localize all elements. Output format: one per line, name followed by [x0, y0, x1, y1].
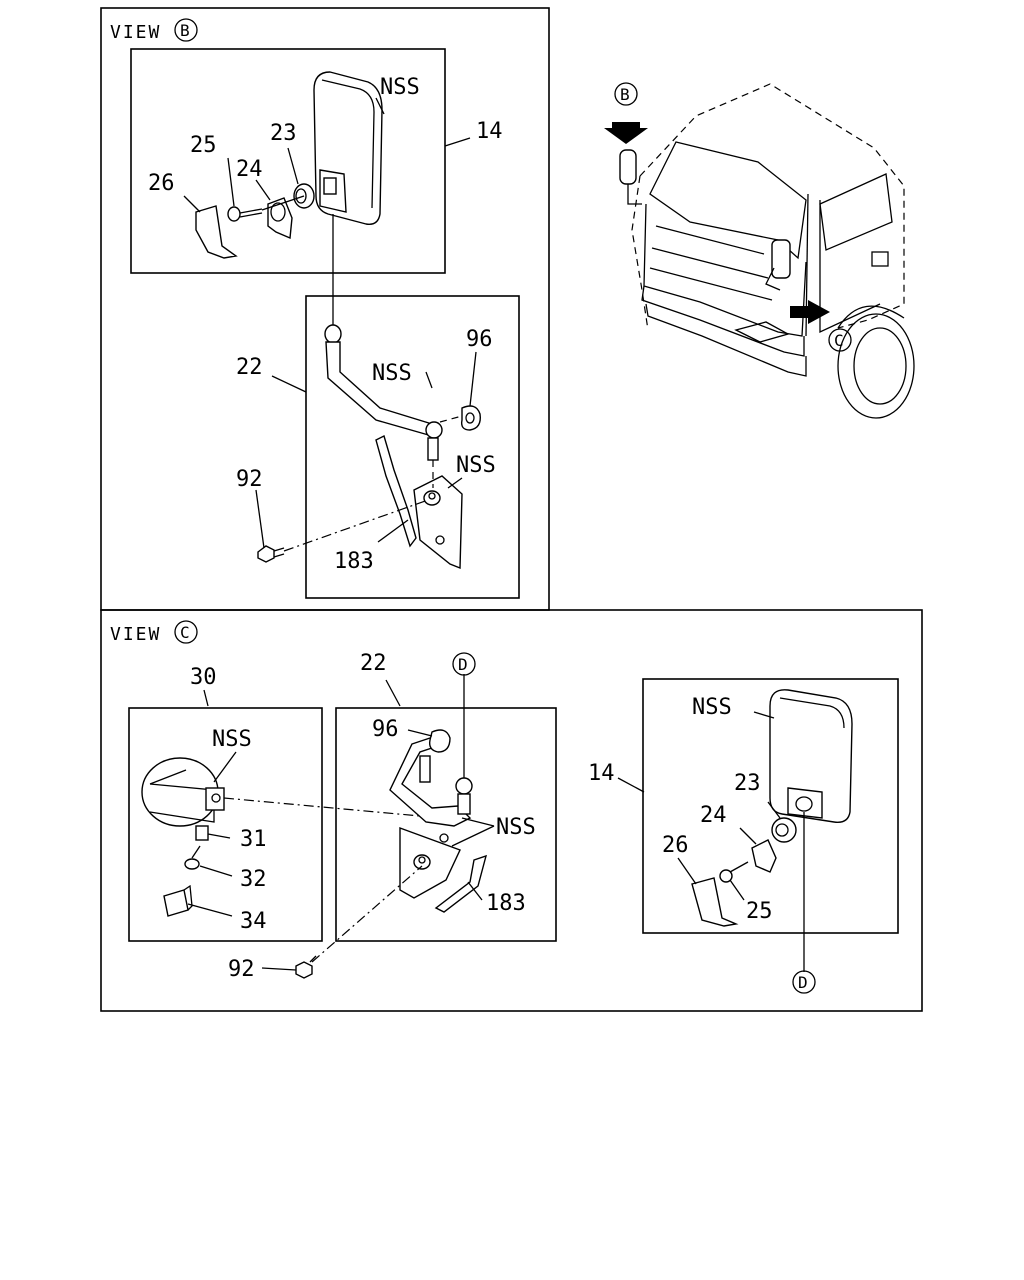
view-b-label-23: 23: [270, 121, 297, 146]
view-c-marker-circle: [174, 620, 198, 644]
view-b-label-nss-mirror: NSS: [380, 75, 420, 100]
view-c-label-32: 32: [240, 867, 267, 892]
view-b-label-183: 183: [334, 549, 374, 574]
view-c-title: VIEW C: [110, 620, 198, 645]
view-c-part-92-bolt: [295, 865, 423, 979]
view-b-leaders-bottom: [255, 351, 477, 549]
view-b-part-26-cover: [195, 205, 238, 259]
view-c-part-26-cover: [691, 877, 739, 927]
view-c-label-31: 31: [240, 827, 267, 852]
view-c-leader-nss-left: [213, 751, 237, 783]
view-c-label-96: 96: [372, 717, 399, 742]
view-c-label-14: 14: [588, 761, 615, 786]
view-c-marker-letter: C: [180, 623, 190, 642]
view-b-leaders-top: [183, 97, 471, 213]
view-c-part-183-strip: [434, 854, 488, 913]
view-c-frame: [100, 609, 923, 1012]
view-c-label-nss-left: NSS: [212, 727, 252, 752]
view-c-stay-box: [335, 707, 557, 942]
view-c-mirror-box: [642, 678, 899, 934]
view-b-base-bracket: [413, 460, 463, 570]
view-b-mirror-box: [130, 48, 446, 274]
view-c-label-30: 30: [190, 665, 217, 690]
view-c-stay-arm: [389, 652, 476, 827]
view-c-base-bracket: [399, 826, 461, 899]
view-c-label-nss-mid: NSS: [496, 815, 536, 840]
view-c-label-25: 25: [746, 899, 773, 924]
view-b-part-183-strip: [375, 434, 417, 548]
view-b-label-96: 96: [466, 327, 493, 352]
view-b-mirror-head: [313, 71, 383, 225]
view-c-label-92: 92: [228, 957, 255, 982]
view-b-stay-box: [305, 295, 520, 599]
view-b-label-92: 92: [236, 467, 263, 492]
view-c-label-nss-right: NSS: [692, 695, 732, 720]
truck-marker-b: B: [620, 85, 630, 104]
view-c-part-25-screw: [719, 861, 749, 883]
view-c-part-31: [195, 825, 231, 841]
view-c-leader-30: [203, 689, 209, 707]
view-b-label-nss-arm: NSS: [372, 361, 412, 386]
view-c-leaders-mirror: [617, 711, 816, 994]
view-c-marker-d-top: D: [458, 655, 468, 674]
view-c-part-34: [163, 884, 233, 917]
view-c-leaders-stay: [261, 679, 495, 971]
view-c-label-26: 26: [662, 833, 689, 858]
view-b-marker-circle: [174, 18, 198, 42]
view-c-label-23: 23: [734, 771, 761, 796]
view-c-part-23-cap: [771, 817, 797, 843]
view-c-part-30-box: [128, 707, 323, 942]
view-c-part-30-mirror: [141, 757, 225, 827]
view-b-label-14: 14: [476, 119, 503, 144]
view-b-title: VIEW B: [110, 18, 198, 43]
view-c-label-22: 22: [360, 651, 387, 676]
view-c-title-text: VIEW: [110, 624, 161, 645]
view-b-stay-arm: [324, 324, 443, 461]
view-b-part-24-holder: [267, 197, 293, 240]
view-b-label-26: 26: [148, 171, 175, 196]
view-c-marker-d-bottom: D: [798, 973, 808, 992]
view-b-label-24: 24: [236, 157, 263, 182]
view-c-label-34: 34: [240, 909, 267, 934]
view-c-part-32: [184, 845, 233, 877]
view-b-part-25-screw: [227, 206, 263, 222]
truck-marker-c: C: [834, 331, 844, 350]
view-b-label-nss-bracket: NSS: [456, 453, 496, 478]
view-c-label-183: 183: [486, 891, 526, 916]
view-c-part-24-holder: [751, 839, 777, 873]
view-c-mirror-head: [769, 689, 853, 823]
view-b-title-text: VIEW: [110, 22, 161, 43]
view-c-part-96-clip: [407, 729, 451, 753]
truck-overview: B C: [604, 82, 915, 419]
view-b-part-92-bolt: [257, 499, 429, 563]
view-c-label-24: 24: [700, 803, 727, 828]
view-b-label-25: 25: [190, 133, 217, 158]
view-b-marker-letter: B: [180, 21, 190, 40]
view-b-part-96-clip: [439, 405, 481, 431]
view-b-label-22: 22: [236, 355, 263, 380]
view-c-alignment-line: [223, 797, 421, 817]
